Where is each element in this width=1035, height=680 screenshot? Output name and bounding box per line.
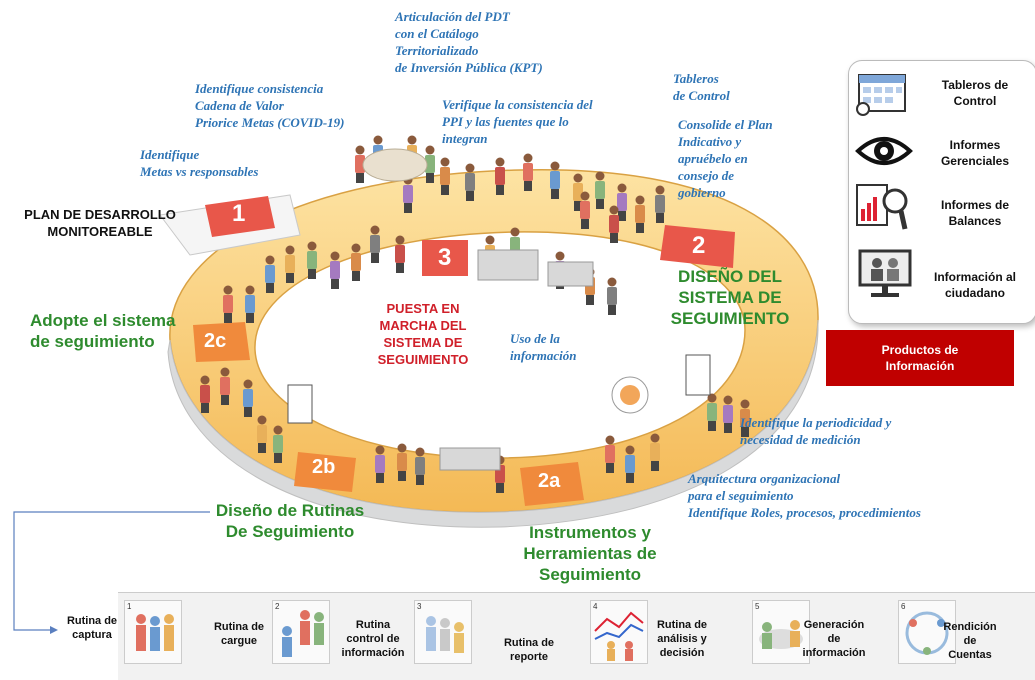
person-figure (355, 145, 365, 183)
title-diseno-sistema: DISEÑO DEL SISTEMA DE SEGUIMIENTO (670, 267, 790, 328)
person-figure (440, 157, 450, 195)
routine-thumb-analisis: 4 (590, 600, 648, 664)
information-products-panel: Tableros de Control Informes Gerenciales… (848, 60, 1035, 324)
routines-strip (118, 592, 1035, 680)
routine-thumb-captura: 1 (124, 600, 182, 664)
panel-item-informes-gerenciales: Informes Gerenciales (940, 138, 1010, 168)
panel-item-informes-balances: Informes de Balances (940, 198, 1009, 228)
person-figure (465, 163, 475, 201)
person-figure (495, 157, 505, 195)
magnifier-chart-icon (856, 184, 908, 230)
note-tableros: Tableros de Control (673, 71, 730, 103)
person-figure (245, 285, 255, 323)
note-consolide: Consolide el Plan Indicativo y apruébelo… (678, 117, 773, 200)
person-figure (655, 185, 665, 223)
person-figure (550, 161, 560, 199)
products-box: Productos de Información (826, 330, 1014, 386)
step-2b-badge (294, 452, 356, 492)
person-figure (625, 445, 635, 483)
routine-thumb-cargue: 2 (272, 600, 330, 664)
calendar-dashboard-icon (856, 74, 906, 116)
person-figure (573, 173, 583, 211)
person-figure (740, 399, 750, 437)
person-figure (200, 375, 210, 413)
person-figure (395, 235, 405, 273)
meeting-table (362, 148, 428, 182)
person-figure (220, 367, 230, 405)
person-figure (617, 183, 627, 221)
routine-thumb-rendicion: 6 (898, 600, 956, 664)
person-figure (257, 415, 267, 453)
person-figure (723, 395, 733, 433)
note-verifique: Verifique la consistencia del PPI y las … (442, 97, 593, 146)
step-3-number: 3 (438, 244, 452, 271)
monitor-people-icon (858, 249, 912, 297)
person-figure (523, 153, 533, 191)
person-figure (650, 433, 660, 471)
person-figure (265, 255, 275, 293)
panel-item-informacion-ciudadano: Información al ciudadano (933, 270, 1016, 300)
person-figure (375, 445, 385, 483)
note-consistencia: Identifique consistencia Cadena de Valor… (195, 81, 345, 130)
eye-icon (855, 137, 913, 165)
title-puesta-en-marcha: PUESTA EN MARCHA DEL SISTEMA DE SEGUIMIE… (377, 301, 469, 367)
person-figure (607, 277, 617, 315)
person-figure (595, 171, 605, 209)
person-figure (635, 195, 645, 233)
step-1-number: 1 (232, 200, 246, 227)
person-figure (415, 447, 425, 485)
note-identifique-metas: Identifique Metas vs responsables (140, 147, 259, 179)
person-figure (330, 251, 340, 289)
computer-desk-2 (547, 261, 594, 287)
connector-line (13, 511, 210, 631)
routine-label-cargue: Rutina de cargue (213, 621, 265, 647)
note-articulacion: Articulación del PDT con el Catálogo Ter… (395, 9, 543, 75)
routine-label-rendicion: Rendición de Cuentas (943, 621, 997, 661)
step-2a-badge (520, 462, 584, 506)
computer-desk-3 (439, 447, 501, 471)
step-3-badge (422, 240, 468, 276)
step-1-badge (205, 196, 275, 237)
title-instrumentos: Instrumentos y Herramientas de Seguimien… (523, 523, 657, 584)
step-2c-number: 2c (204, 330, 227, 352)
person-figure (273, 425, 283, 463)
person-figure (285, 245, 295, 283)
person-figure (580, 191, 590, 229)
step-2-badge (660, 225, 735, 268)
person-figure (370, 225, 380, 263)
flipchart-1 (287, 384, 313, 424)
person-figure (243, 379, 253, 417)
start-label: PLAN DE DESARROLLO MONITOREABLE (24, 207, 176, 239)
panel-item-tableros: Tableros de Control (941, 78, 1009, 108)
step-2-number: 2 (692, 232, 706, 259)
routine-label-captura: Rutina de captura (66, 615, 118, 641)
title-adopte: Adopte el sistema de seguimiento (30, 311, 176, 351)
person-figure (605, 435, 615, 473)
step-2c-badge (193, 322, 250, 362)
routine-label-reporte: Rutina de reporte (503, 637, 555, 663)
person-figure (307, 241, 317, 279)
person-figure (351, 243, 361, 281)
person-figure (609, 205, 619, 243)
step-2b-number: 2b (312, 456, 336, 478)
person-figure (403, 175, 413, 213)
person-figure (707, 393, 717, 431)
routine-thumb-control: 3 (414, 600, 472, 664)
note-arquitectura: Arquitectura organizacional para el segu… (688, 471, 921, 520)
flipchart-2 (685, 354, 711, 396)
routine-label-generacion: Generación de información (802, 619, 866, 659)
routine-label-analisis: Rutina de análisis y decisión (656, 619, 708, 659)
title-rutinas: Diseño de Rutinas De Seguimiento (215, 501, 365, 541)
routine-thumb-generacion: 5 (752, 600, 810, 664)
person-figure (425, 145, 435, 183)
person-figure (397, 443, 407, 481)
step-2a-number: 2a (538, 470, 561, 492)
note-periodicidad: Identifique la periodicidad y necesidad … (740, 415, 892, 447)
computer-desk-1 (477, 249, 539, 281)
person-figure (223, 285, 233, 323)
routine-label-control: Rutina control de información (341, 619, 405, 659)
note-uso: Uso de la información (510, 331, 577, 363)
